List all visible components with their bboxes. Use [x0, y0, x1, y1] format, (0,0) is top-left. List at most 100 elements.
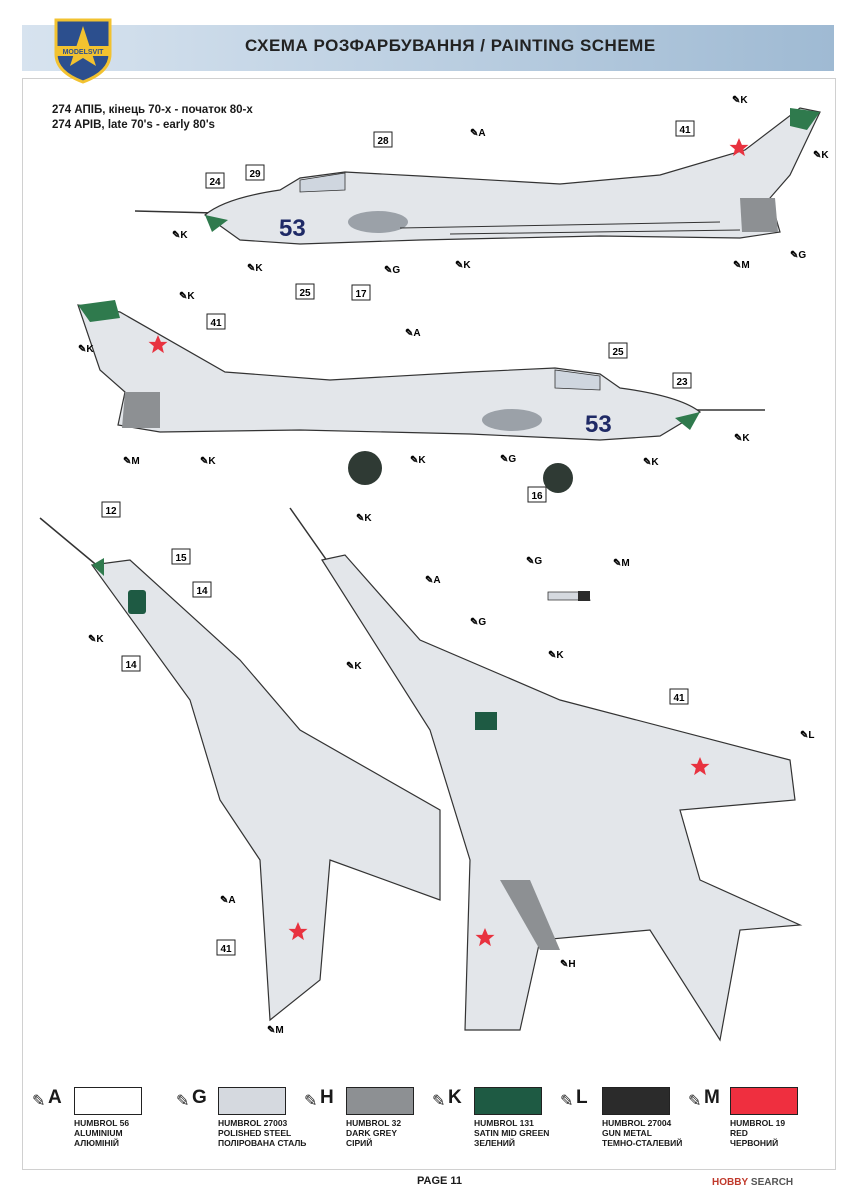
fin-tip: [78, 300, 120, 322]
paint-label: ✎A: [405, 328, 421, 339]
callout-box: 25: [608, 342, 628, 359]
paint-label: ✎K: [200, 456, 216, 467]
paint-label: ✎K: [455, 260, 471, 271]
callout-box: 12: [101, 501, 121, 518]
paint-label: ✎K: [88, 634, 104, 645]
paint-label: ✎M: [123, 456, 140, 467]
fuselage: [77, 304, 702, 441]
paint-label: ✎K: [247, 263, 263, 274]
unit-caption-ua: 274 АПІБ, кінець 70-х - початок 80-х: [52, 104, 253, 116]
callout-box: 15: [171, 548, 191, 565]
callout-box: 25: [295, 283, 315, 300]
legend-letter: K: [448, 1087, 462, 1108]
paint-label: ✎M: [267, 1025, 284, 1036]
modelsvit-logo: MODELSVIT: [54, 18, 112, 84]
brush-icon: ✎: [176, 1093, 190, 1110]
svg-text:23: 23: [676, 377, 688, 388]
watermark-rest: SEARCH: [750, 1177, 794, 1188]
color-swatch: [74, 1087, 142, 1115]
side-view-left-profile: 53: [134, 107, 821, 245]
top-view-left: [39, 517, 441, 1022]
legend-brand: HUMBROL 32: [346, 1118, 402, 1128]
svg-text:28: 28: [377, 136, 389, 147]
svg-text:25: 25: [612, 347, 624, 358]
page-number: PAGE 11: [417, 1175, 463, 1187]
svg-text:41: 41: [220, 944, 232, 955]
paint-label: ✎K: [356, 513, 372, 524]
callout-box: 41: [675, 120, 695, 137]
airframe: [321, 554, 803, 1042]
legend-name-ua: ЧЕРВОНИЙ: [730, 1138, 779, 1148]
legend-brand: HUMBROL 27004: [602, 1118, 672, 1128]
callout-box: 24: [205, 172, 225, 189]
color-swatch: [730, 1087, 798, 1115]
page-title: СХЕМА РОЗФАРБУВАННЯ / PAINTING SCHEME: [245, 36, 656, 55]
color-swatch: [346, 1087, 414, 1115]
svg-text:15: 15: [175, 553, 187, 564]
brush-icon: ✎: [32, 1093, 46, 1110]
legend-brand: HUMBROL 27003: [218, 1118, 288, 1128]
paint-label: ✎K: [643, 457, 659, 468]
watermark-brand: HOBBY: [712, 1177, 749, 1188]
callout-box: 23: [672, 372, 692, 389]
color-swatch: [474, 1087, 542, 1115]
intake: [348, 211, 408, 233]
paint-label: ✎A: [220, 895, 236, 906]
side-number: 53: [585, 411, 612, 438]
paint-label: ✎K: [734, 433, 750, 444]
svg-text:16: 16: [531, 491, 543, 502]
fuselage: [204, 107, 821, 245]
svg-text:17: 17: [355, 289, 367, 300]
callout-box: 41: [669, 688, 689, 705]
legend-name-ua: АЛЮМІНІЙ: [74, 1138, 120, 1148]
paint-label: ✎A: [470, 128, 486, 139]
svg-text:25: 25: [299, 288, 311, 299]
svg-text:14: 14: [125, 660, 137, 671]
legend-name-ua: ЗЕЛЕНИЙ: [474, 1138, 515, 1148]
callout-box: 29: [245, 164, 265, 181]
callout-box: 41: [206, 313, 226, 330]
legend-brand: HUMBROL 19: [730, 1118, 786, 1128]
paint-label: ✎G: [790, 250, 806, 261]
legend-name-en: POLISHED STEEL: [218, 1128, 292, 1138]
brush-icon: ✎: [304, 1093, 318, 1110]
color-swatch: [602, 1087, 670, 1115]
svg-text:14: 14: [196, 586, 208, 597]
svg-text:41: 41: [673, 693, 685, 704]
paint-label: ✎G: [470, 617, 486, 628]
paint-label: ✎G: [526, 556, 542, 567]
legend-name-ua: СІРИЙ: [346, 1138, 373, 1148]
page-frame: [22, 78, 836, 1170]
legend-letter: G: [192, 1087, 207, 1108]
legend-name-en: DARK GREY: [346, 1128, 398, 1138]
side-view-right-profile: 53: [77, 300, 765, 493]
brush-icon: ✎: [688, 1093, 702, 1110]
svg-text:24: 24: [209, 177, 221, 188]
legend-letter: A: [48, 1087, 62, 1108]
svg-text:41: 41: [679, 125, 691, 136]
nose-radome: [205, 215, 228, 232]
top-view-right: [289, 507, 803, 1042]
callout-box: 14: [192, 581, 212, 598]
legend-name-ua: ТЕМНО-СТАЛЕВИЙ: [602, 1138, 683, 1148]
legend-letter: M: [704, 1087, 720, 1108]
callout-box: 16: [527, 486, 547, 503]
fin-tip: [790, 108, 820, 130]
legend-name-en: ALUMINIUM: [74, 1128, 123, 1138]
paint-label: ✎K: [78, 344, 94, 355]
callout-box: 14: [121, 655, 141, 672]
paint-label: ✎M: [613, 558, 630, 569]
paint-label: ✎G: [500, 454, 516, 465]
legend-name-en: SATIN MID GREEN: [474, 1128, 550, 1138]
legend-letter: L: [576, 1087, 588, 1108]
callout-box: 17: [351, 284, 371, 301]
nose-radome: [675, 412, 700, 430]
callout-box: 41: [216, 939, 236, 956]
svg-text:29: 29: [249, 169, 261, 180]
callout-box: 28: [373, 131, 393, 148]
paint-label: ✎A: [425, 575, 441, 586]
paint-label: ✎L: [800, 730, 815, 741]
paint-label: ✎H: [560, 959, 576, 970]
watermark: HOBBY SEARCH: [712, 1177, 793, 1188]
